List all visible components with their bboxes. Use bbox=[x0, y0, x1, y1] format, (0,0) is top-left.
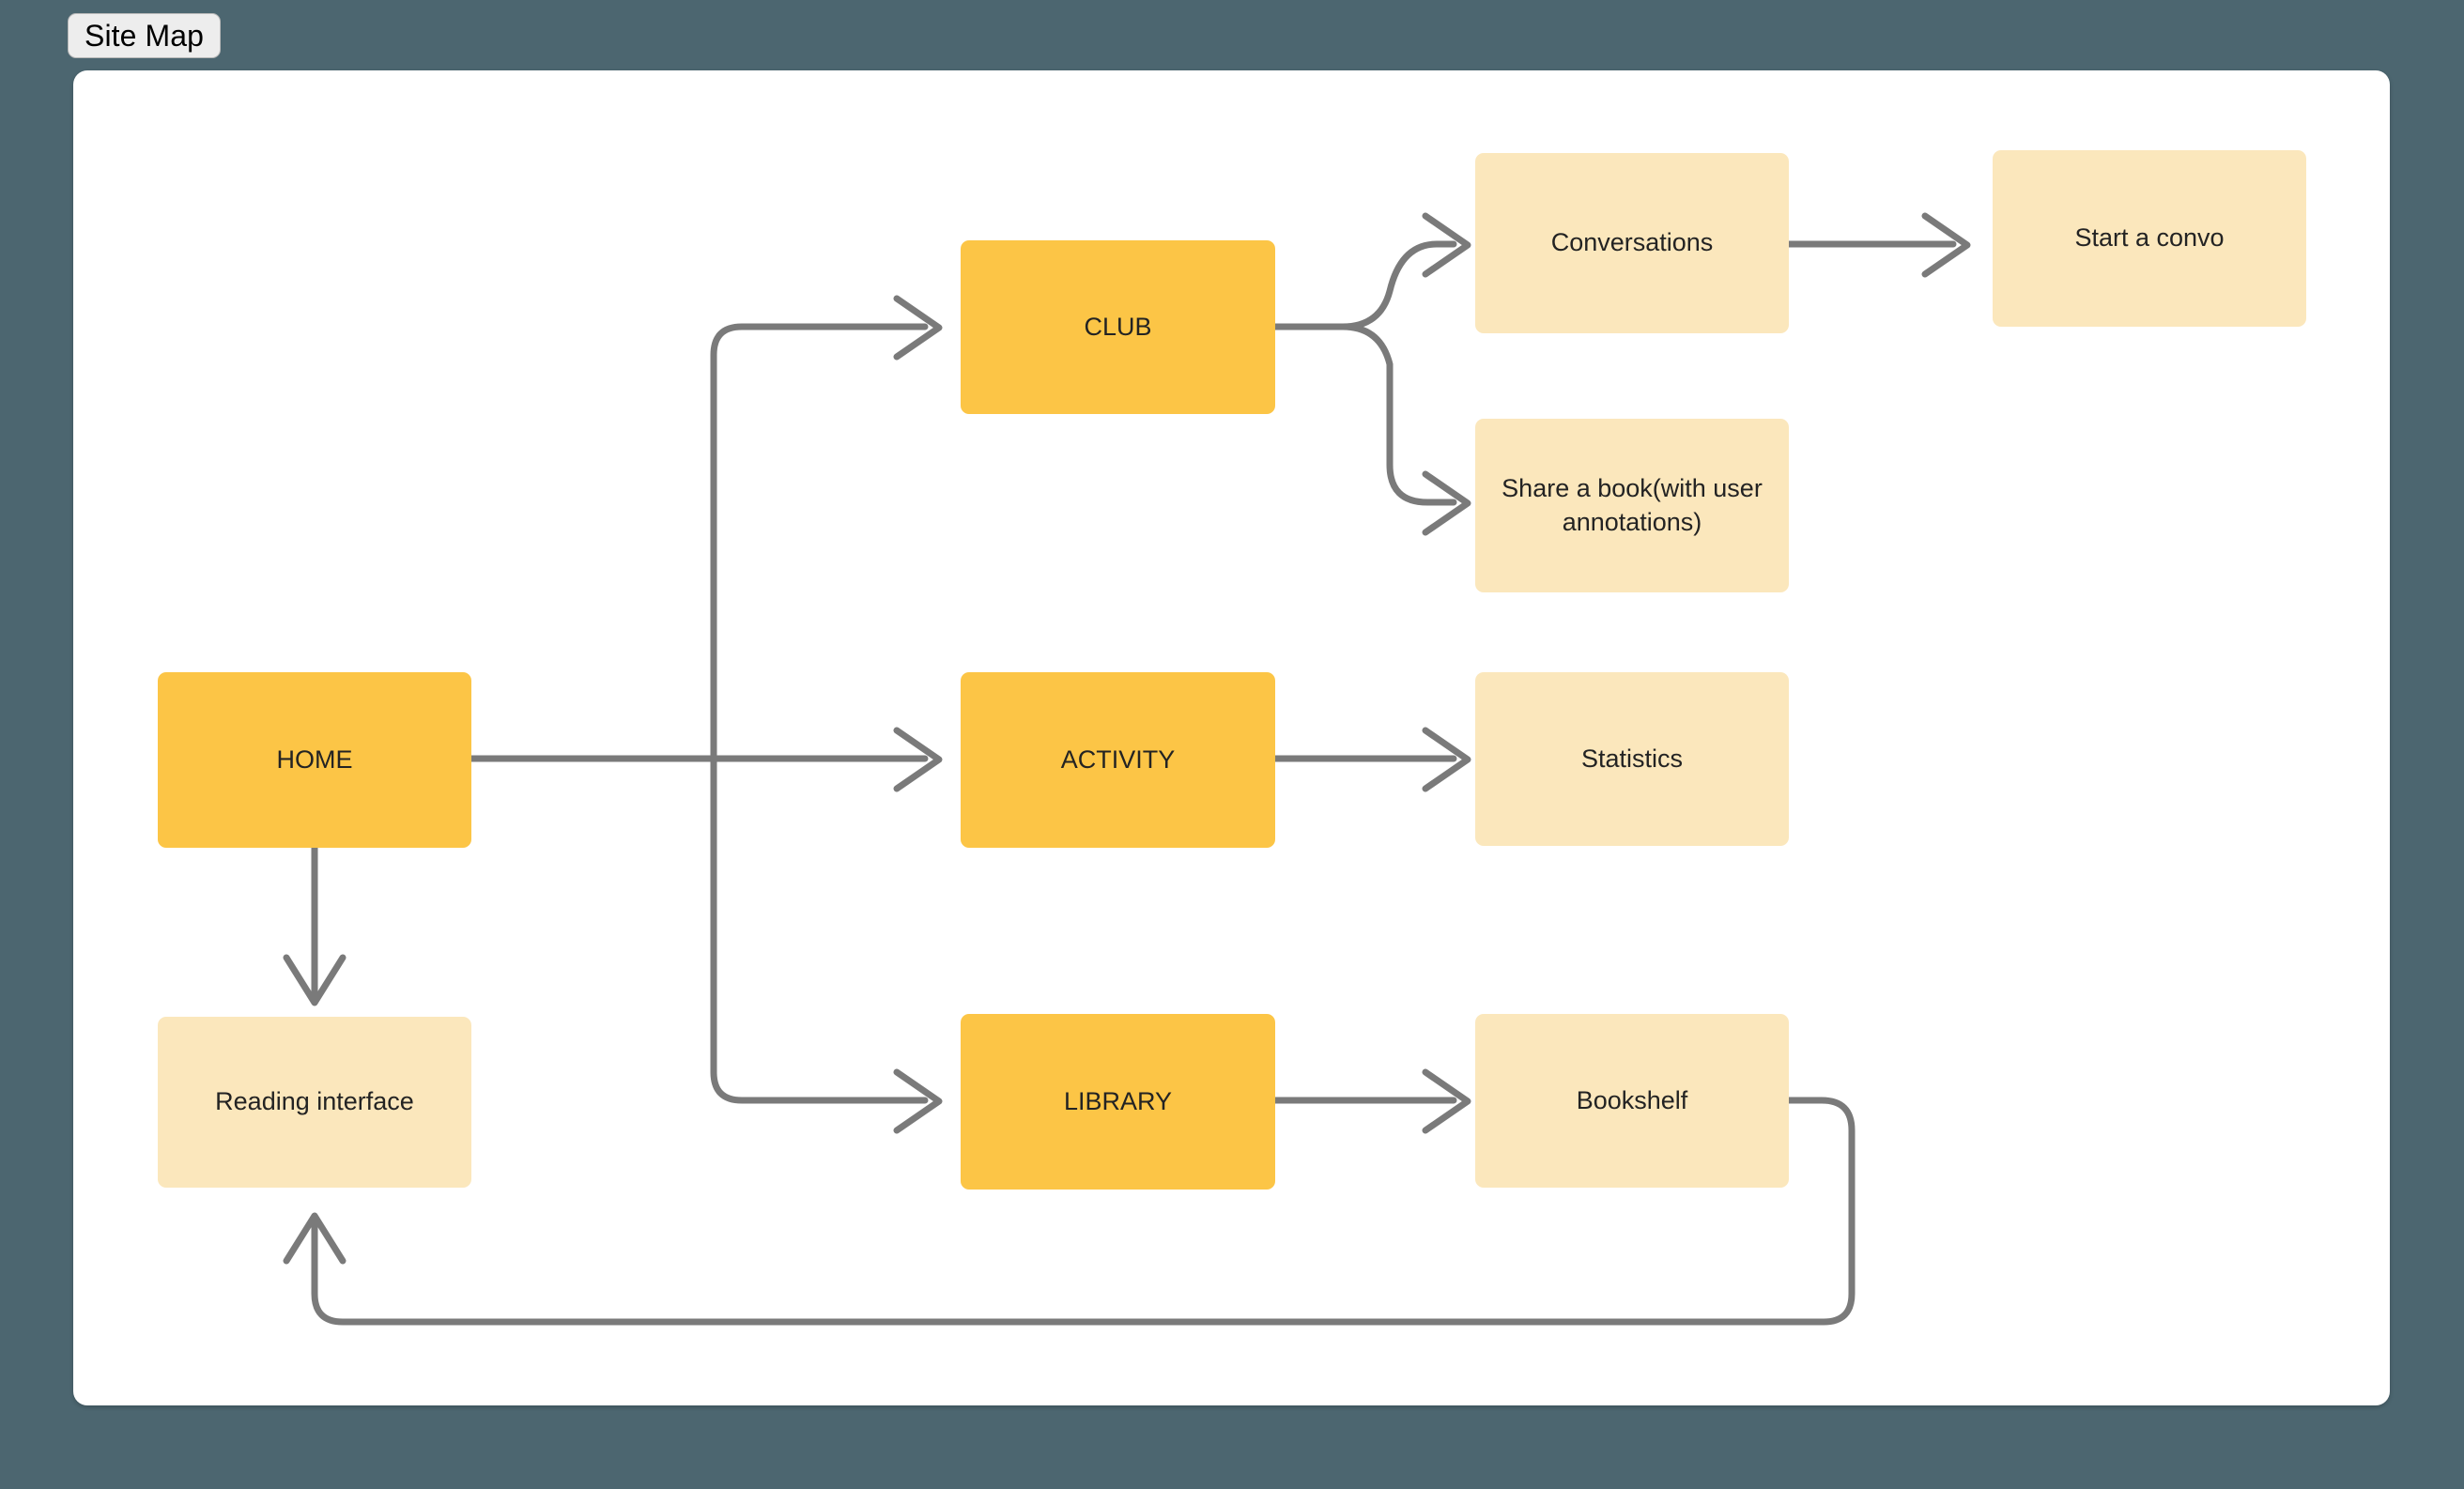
node-bookshelf-label: Bookshelf bbox=[1576, 1085, 1688, 1114]
node-share-a-book-label: Share a book(with user annotations) bbox=[1502, 473, 1763, 536]
node-library[interactable]: LIBRARY bbox=[961, 1014, 1275, 1190]
node-reading-interface[interactable]: Reading interface bbox=[158, 1017, 471, 1188]
node-home-label: HOME bbox=[276, 744, 353, 774]
node-start-a-convo-label: Start a convo bbox=[2074, 223, 2225, 253]
node-statistics[interactable]: Statistics bbox=[1475, 672, 1789, 846]
node-bookshelf[interactable]: Bookshelf bbox=[1475, 1014, 1789, 1188]
node-activity[interactable]: ACTIVITY bbox=[961, 672, 1275, 848]
node-activity-label: ACTIVITY bbox=[1060, 744, 1176, 774]
node-club-label: CLUB bbox=[1084, 312, 1152, 341]
node-reading-interface-label: Reading interface bbox=[215, 1087, 414, 1116]
node-statistics-label: Statistics bbox=[1580, 744, 1684, 773]
node-club[interactable]: CLUB bbox=[961, 240, 1275, 414]
node-home[interactable]: HOME bbox=[158, 672, 471, 848]
node-library-label: LIBRARY bbox=[1063, 1086, 1173, 1115]
node-share-a-book[interactable]: Share a book(with user annotations) bbox=[1475, 419, 1789, 592]
node-conversations[interactable]: Conversations bbox=[1475, 153, 1789, 333]
node-conversations-label: Conversations bbox=[1550, 228, 1714, 257]
site-map-tab-label: Site Map bbox=[85, 18, 205, 53]
site-map-tab[interactable]: Site Map bbox=[68, 13, 222, 58]
node-start-a-convo[interactable]: Start a convo bbox=[1993, 150, 2306, 327]
